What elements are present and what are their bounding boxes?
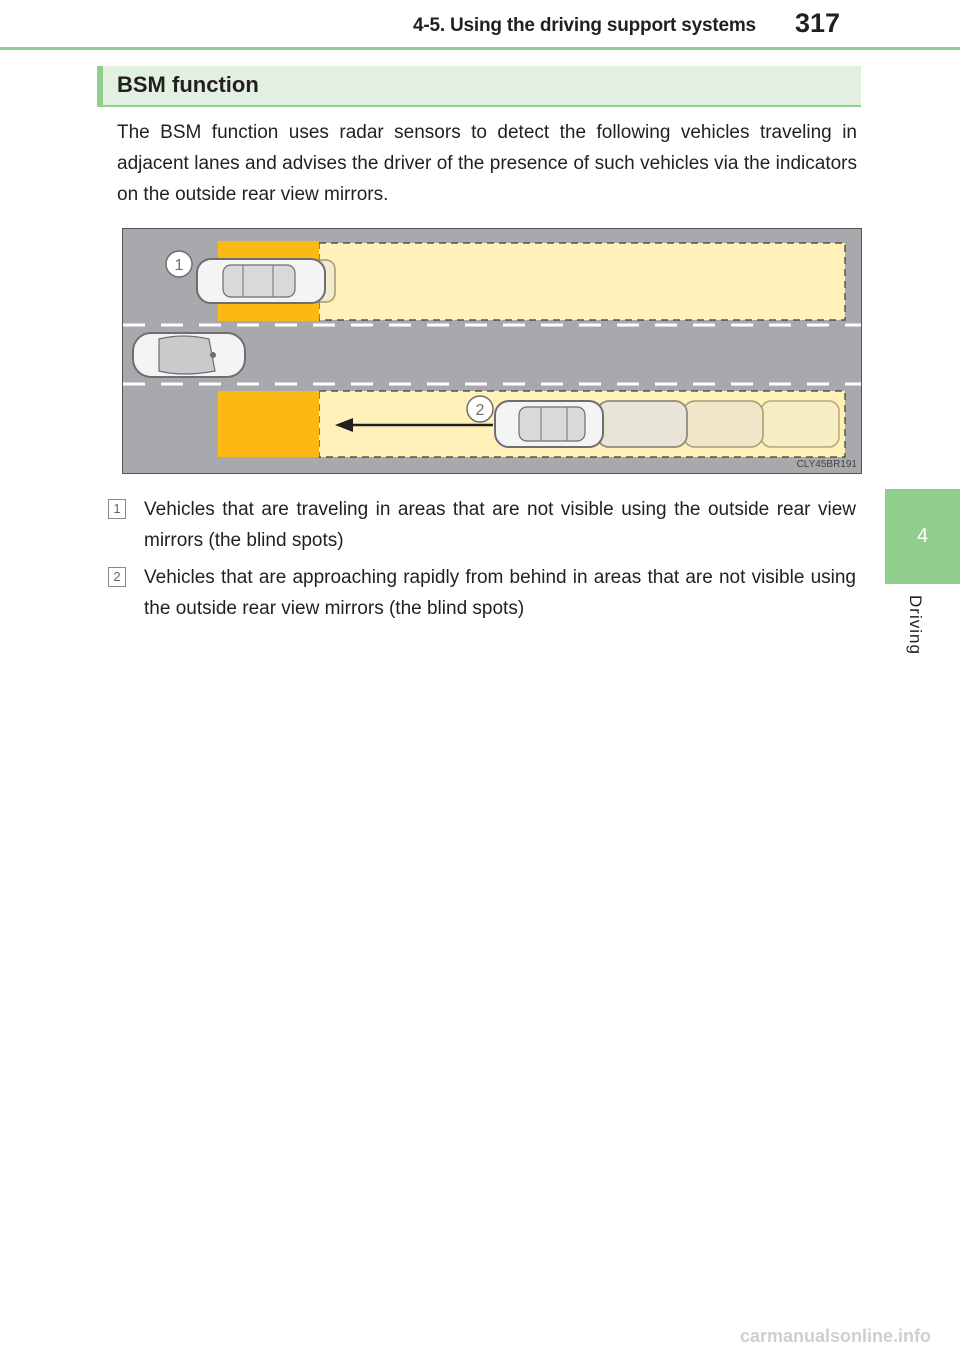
page-number: 317 — [795, 8, 841, 38]
zone-far-top — [318, 242, 846, 321]
car-blind-spot — [196, 258, 336, 304]
callout-1-text: 1 — [175, 257, 184, 274]
list-marker: 1 — [108, 499, 126, 519]
list-marker: 2 — [108, 567, 126, 587]
header-title: 4-5. Using the driving support systems — [413, 15, 756, 36]
callout-2-text: 2 — [476, 402, 485, 419]
chapter-number: 4 — [916, 525, 929, 547]
car-approaching — [494, 400, 604, 448]
header-rule — [0, 47, 960, 50]
watermark[interactable]: carmanualsonline.info — [740, 1326, 932, 1346]
chapter-tab[interactable]: 4 — [885, 489, 960, 584]
list-text: Vehicles that are traveling in areas tha… — [144, 499, 856, 551]
zone-near-bottom — [218, 391, 319, 457]
car-approaching-trail — [596, 400, 840, 448]
bsm-illustration: 1 2 CLY45BR191 — [122, 228, 862, 474]
callout-1: 1 — [165, 250, 193, 278]
chapter-label: Driving — [906, 595, 925, 655]
list-text: Vehicles that are approaching rapidly fr… — [144, 567, 856, 619]
section-title: BSM function — [117, 72, 259, 97]
intro-paragraph: The BSM function uses radar sensors to d… — [117, 122, 857, 205]
figure-code: CLY45BR191 — [796, 459, 857, 470]
section-heading: BSM function — [97, 66, 861, 107]
own-car — [132, 332, 246, 378]
bsm-diagram: 1 2 — [123, 229, 861, 473]
approach-arrow-head — [335, 418, 353, 432]
callout-2: 2 — [466, 395, 494, 423]
